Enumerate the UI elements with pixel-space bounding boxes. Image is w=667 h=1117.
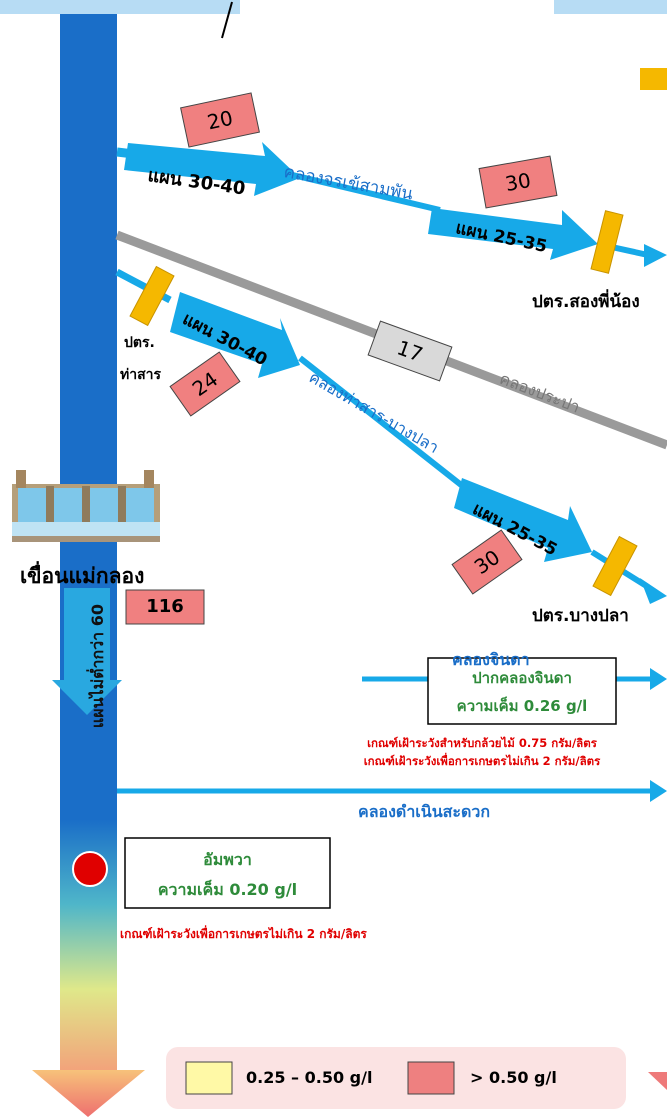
name-khlong-chinda: คลองจินดา	[452, 650, 530, 669]
tha-san-gate-icon	[129, 265, 175, 327]
chinda-criteria-1: เกณฑ์เฝ้าระวังสำหรับกล้วยไม้ 0.75 กรัม/ล…	[367, 736, 597, 750]
mae-klong-river	[60, 14, 117, 1074]
value-box-prapa	[367, 320, 453, 382]
amphawa-station-dot	[72, 851, 108, 887]
gate-bang-pla-label: ปตร.บางปลา	[532, 606, 629, 626]
chinda-station-box	[427, 657, 617, 725]
name-khlong-damnoen: คลองดำเนินสะดวก	[358, 802, 491, 821]
khlong-tha-san-arrow	[115, 268, 667, 604]
value-dam: 116	[146, 596, 184, 617]
legend-red-swatch	[407, 1061, 455, 1095]
river-outflow-arrow	[32, 1070, 145, 1117]
chinda-station-name: ปากคลองจินดา	[472, 669, 572, 687]
top-right-marker	[640, 68, 667, 90]
amphawa-station-name: อัมพวา	[203, 850, 252, 869]
dam-icon	[12, 470, 160, 542]
dam-name: เขื่อนแม่กลอง	[20, 564, 145, 588]
value-box-chorakhe-up	[180, 92, 260, 148]
value-box-tha-san-up	[169, 351, 241, 417]
legend-yellow-swatch	[185, 1061, 233, 1095]
value-box-dam	[125, 589, 205, 625]
amphawa-station-box	[124, 837, 331, 909]
chinda-salinity: ความเค็ม 0.26 g/l	[456, 697, 588, 715]
top-pointer-line	[221, 1, 233, 39]
song-phi-nong-gate-icon	[590, 210, 624, 274]
amphawa-salinity: ความเค็ม 0.20 g/l	[157, 880, 298, 899]
gate-tha-san-label-1: ปตร.	[124, 335, 155, 351]
top-right-panel	[554, 0, 667, 14]
right-outflow-arrow	[648, 1072, 667, 1090]
plan-main-river: แผนไม่ต่ำกว่า 60	[88, 604, 107, 729]
top-left-panel	[0, 0, 240, 14]
khlong-chorakhe-arrow	[116, 142, 667, 267]
bang-pla-gate-icon	[592, 535, 638, 597]
value-box-chorakhe-down	[478, 155, 558, 209]
amphawa-criteria: เกณฑ์เฝ้าระวังเพื่อการเกษตรไม่เกิน 2 กรั…	[120, 927, 367, 941]
gate-song-phi-nong-label: ปตร.สองพี่น้อง	[532, 292, 640, 312]
legend-panel	[166, 1047, 626, 1109]
gate-tha-san-label-2: ท่าสาร	[120, 367, 162, 383]
chinda-criteria-2: เกณฑ์เฝ้าระวังเพื่อการเกษตรไม่เกิน 2 กรั…	[363, 754, 601, 768]
khlong-damnoen-arrow	[117, 780, 667, 802]
value-box-tha-san-down	[451, 529, 523, 595]
main-plan-arrow	[52, 588, 122, 715]
legend-yellow-label: 0.25 – 0.50 g/l	[246, 1068, 373, 1087]
legend-red-label: > 0.50 g/l	[470, 1068, 557, 1087]
